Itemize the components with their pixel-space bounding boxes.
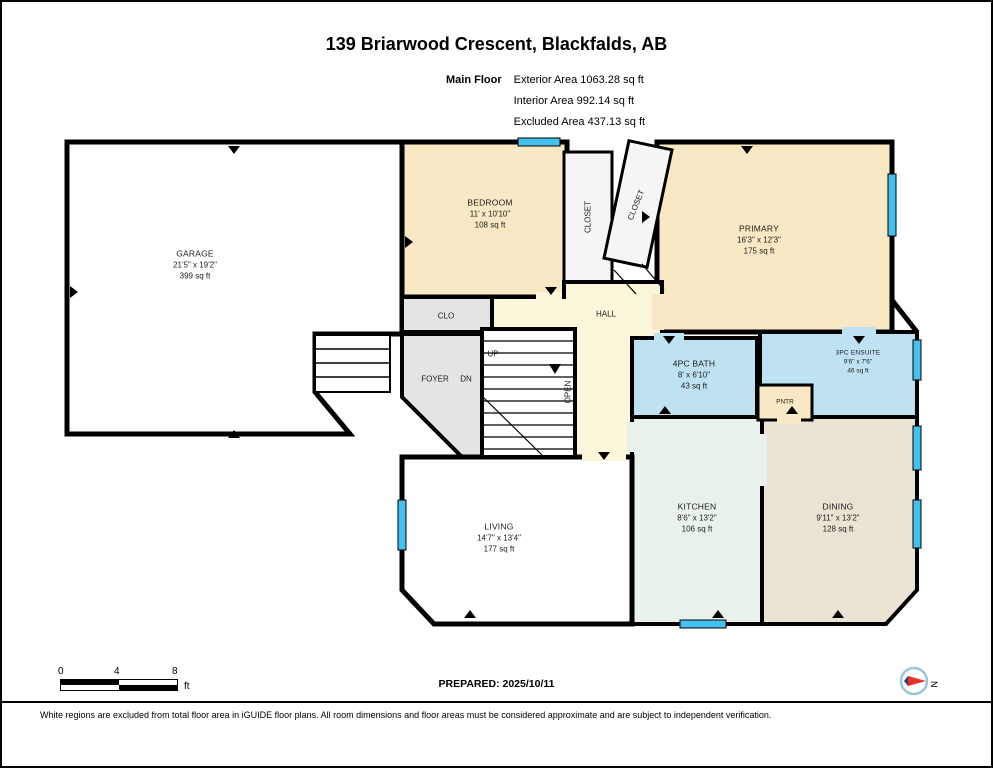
- room-label-kitchen: KITCHEN 8'6" x 13'2" 106 sq ft: [677, 502, 716, 535]
- scale-bar: 0 4 8 ft: [58, 666, 190, 692]
- foyer-room: [400, 332, 484, 459]
- dining-dims: 9'11" x 13'2": [816, 513, 860, 523]
- kitchen-area: 106 sq ft: [681, 524, 713, 534]
- window: [912, 425, 922, 471]
- bath-dims: 8' x 6'10": [677, 370, 711, 380]
- scale-tick-0: 0: [58, 666, 64, 677]
- compass-needle-tail: [904, 676, 908, 686]
- garage-name: GARAGE: [176, 248, 214, 259]
- stair-direction-arrow: [549, 364, 561, 374]
- closet-b-room: [602, 138, 674, 270]
- kitchen-room: [630, 415, 764, 626]
- ensuite-dims: 9'6" x 7'6": [843, 358, 873, 366]
- area-summary: Exterior Area 1063.28 sq ft Interior Are…: [514, 70, 645, 133]
- primary-room: [654, 139, 895, 335]
- bedroom-dims: 11' x 10'10": [469, 209, 511, 219]
- window: [517, 137, 561, 147]
- scale-tick-4: 4: [114, 666, 120, 677]
- dn-text: DN: [460, 374, 472, 384]
- clo-name: CLO: [437, 311, 455, 321]
- room-label-primary: PRIMARY 16'3" x 12'3" 175 sq ft: [737, 224, 781, 257]
- living-name: LIVING: [484, 521, 514, 532]
- exterior-wall-jog: [890, 298, 919, 334]
- windows: [397, 137, 922, 629]
- prepared-date: PREPARED: 2025/10/11: [438, 678, 555, 690]
- room-label-pantry: PNTR: [776, 398, 794, 407]
- bedroom-area: 108 sq ft: [474, 220, 506, 230]
- room-label-garage: GARAGE 21'5" x 19'2" 399 sq ft: [173, 249, 217, 282]
- room-label-dining: DINING 9'11" x 13'2" 128 sq ft: [816, 502, 859, 535]
- ensuite-name: 3PC ENSUITE: [835, 349, 881, 357]
- hall-name: HALL: [595, 309, 617, 319]
- door-direction-arrows: [70, 146, 865, 618]
- garage-dims: 21'5" x 19'2": [173, 260, 217, 270]
- open-below-label: OPEN: [563, 381, 574, 404]
- ensuite-area: 46 sq ft: [847, 367, 869, 375]
- scale-tick-8: 8: [172, 666, 178, 677]
- room-label-bedroom: BEDROOM 11' x 10'10" 108 sq ft: [467, 198, 512, 231]
- garage-area: 399 sq ft: [179, 271, 211, 281]
- closet-a-name: CLOSET: [583, 200, 593, 234]
- excluded-area: Excluded Area 437.13 sq ft: [513, 116, 646, 128]
- living-dims: 14'7" x 13'4": [477, 533, 521, 543]
- dining-room: [760, 415, 919, 626]
- interior-area: Interior Area 992.14 sq ft: [513, 95, 635, 107]
- compass-icon: N: [899, 666, 939, 696]
- room-label-closet-a: CLOSET: [583, 201, 594, 233]
- page-title: 139 Briarwood Crescent, Blackfalds, AB: [325, 34, 668, 54]
- room-label-bath: 4PC BATH 8' x 6'10" 43 sq ft: [673, 359, 716, 392]
- window: [912, 339, 922, 381]
- scale-bar-graphic: [60, 679, 178, 691]
- dining-area: 128 sq ft: [822, 524, 854, 534]
- floor-summary: Main Floor Exterior Area 1063.28 sq ft I…: [446, 70, 645, 133]
- stairs-up-label: UP: [487, 349, 498, 360]
- door-leaves: [613, 263, 665, 295]
- bath-name: 4PC BATH: [672, 358, 716, 369]
- window: [397, 499, 407, 551]
- room-label-hall: HALL: [596, 309, 616, 320]
- pantry-name: PNTR: [776, 398, 794, 406]
- footer-divider: [2, 701, 991, 703]
- staircase: [480, 327, 577, 459]
- bath-area: 43 sq ft: [680, 381, 708, 391]
- room-label-clo: CLO: [438, 311, 454, 322]
- scale-ticks: 0 4 8: [58, 666, 190, 678]
- room-label-living: LIVING 14'7" x 13'4" 177 sq ft: [477, 522, 521, 555]
- primary-area: 175 sq ft: [743, 246, 775, 256]
- stairs-dn-label: DN: [460, 374, 472, 385]
- foyer-name: FOYER: [421, 374, 449, 384]
- open-text: OPEN: [563, 380, 573, 404]
- primary-dims: 16'3" x 12'3": [737, 235, 781, 245]
- bedroom-room: [399, 139, 570, 300]
- primary-name: PRIMARY: [739, 223, 779, 234]
- kitchen-name: KITCHEN: [677, 501, 717, 512]
- bath-room: [630, 336, 759, 419]
- window: [679, 619, 727, 629]
- up-text: UP: [487, 349, 499, 359]
- disclaimer-text: White regions are excluded from total fl…: [40, 710, 772, 720]
- floor-label: Main Floor: [446, 74, 502, 86]
- compass-needle-north: [908, 676, 926, 686]
- bedroom-name: BEDROOM: [467, 197, 513, 208]
- window: [887, 173, 897, 237]
- dining-name: DINING: [822, 501, 854, 512]
- exterior-area: Exterior Area 1063.28 sq ft: [513, 74, 644, 86]
- window: [912, 499, 922, 549]
- kitchen-dims: 8'6" x 13'2": [677, 513, 717, 523]
- scale-unit: ft: [184, 681, 190, 692]
- clo-room: [400, 295, 494, 334]
- entry-steps: [314, 334, 391, 393]
- living-area: 177 sq ft: [483, 544, 515, 554]
- compass-north-label: N: [929, 681, 939, 688]
- room-label-foyer: FOYER: [421, 374, 449, 385]
- room-label-ensuite: 3PC ENSUITE 9'6" x 7'6" 46 sq ft: [836, 349, 881, 376]
